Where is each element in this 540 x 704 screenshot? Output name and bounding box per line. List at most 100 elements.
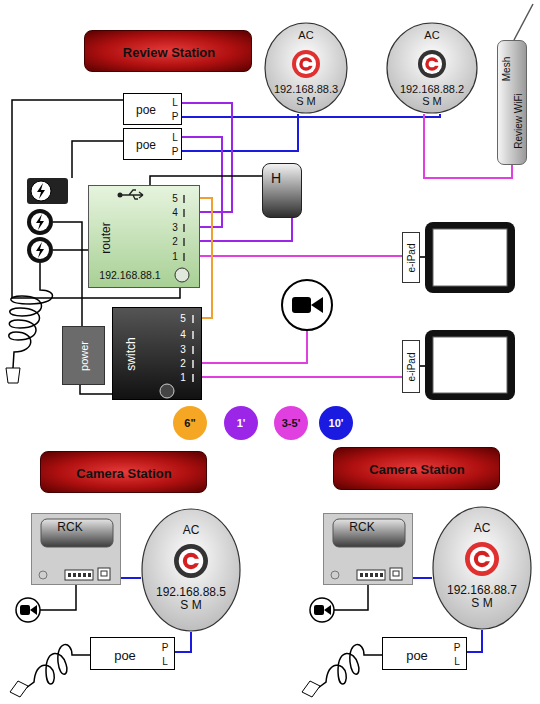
serial-pin [380,573,383,577]
logo-gap [432,62,440,66]
access-point-circle [142,509,240,631]
port-mark [192,360,194,368]
logo-c [299,57,312,70]
bolt-symbol [36,242,44,258]
access-point-circle [433,507,531,629]
poe-injector: poePL [90,637,175,670]
ipad-screen [433,229,507,286]
node-label: L [172,98,178,108]
port-mark [183,238,185,246]
port-mark [192,331,194,339]
node-label: 192.168.88.2 [400,84,464,95]
access-point: AC192.168.88.7S M [432,506,532,630]
ipad-screen [433,337,507,393]
ethernet-port [393,571,399,576]
node-label: 192.168.88.7 [447,584,517,596]
ipad [425,222,515,293]
power-jack [331,571,339,579]
access-point: AC192.168.88.2S M [386,22,478,114]
cable [121,577,141,579]
cable [175,632,191,652]
power-wire [53,249,88,251]
logo-ring [418,50,446,78]
serial-port [357,570,385,580]
node-label: 192.168.88.1 [99,270,160,281]
cable [80,385,112,394]
node-label: AC [424,30,439,41]
node-label: 4 [172,208,178,218]
ipad [425,330,515,400]
node-label: 4 [180,330,186,340]
cable [150,176,262,185]
ethernet-port [390,568,402,580]
power-cord [318,645,382,688]
node-label: e-iPad [407,244,417,273]
cable [182,114,298,151]
station-banner: Camera Station [40,451,207,493]
node-label: L [172,133,178,143]
serial-pin [68,573,71,577]
access-point: AC192.168.88.3S M [264,22,348,114]
logo-inner [470,547,494,571]
outlet-face [31,241,49,259]
rck-unit: RCK [323,513,413,585]
mesh-wifi-box: MeshReview WiFi [497,40,527,165]
serial-pin [375,573,378,577]
outlet-symbol [31,181,51,201]
hub-box: H [262,163,302,218]
node-label: poe [114,649,136,662]
power-cord [9,263,53,368]
legend-swatch: 6" [173,406,207,440]
cable [200,255,402,257]
node-label: S M [296,96,316,107]
logo-gap [191,559,200,563]
serial-pin [370,573,373,577]
logo-gap [306,62,314,66]
cable [467,630,482,652]
poe-injector: poePL [382,637,467,670]
cable [200,198,212,318]
access-point-circle [265,23,347,113]
rck-screen [333,519,405,547]
node-label: 5 [172,194,178,204]
station-banner: Camera Station [333,447,500,490]
logo-ring [174,544,208,578]
node-label: L [454,657,460,667]
serial-pin [360,573,363,577]
camera-wire [334,585,368,610]
node-label: L [162,657,168,667]
outlet-symbol [27,237,53,263]
outlet-face [31,213,49,231]
logo-gap [482,557,491,561]
station-banner: Review Station [84,30,252,72]
antenna [514,4,533,40]
legend-label: 10' [329,418,344,429]
power-wire [53,222,82,326]
node-label: Mesh [502,57,512,81]
router-box: router54321192.168.88.1 [88,185,200,288]
node-label: poe [136,104,156,116]
access-point-circle [387,23,477,113]
node-label: S M [471,597,492,609]
node-label: 3 [180,345,186,355]
port-mark [192,346,194,354]
cable [413,577,432,579]
serial-pin [83,573,86,577]
node-label: H [271,171,281,185]
ipad-tag: e-iPad [402,340,420,393]
cable [202,376,402,378]
power-wire [72,141,123,178]
legend-swatch: 3-5' [274,406,308,440]
logo-inner [296,54,316,74]
node-label: power [79,341,90,371]
node-label: 192.168.88.5 [156,586,226,598]
ipad-tag: e-iPad [402,232,420,283]
logo-inner [179,549,203,573]
logo-c [425,57,438,70]
node-label: 5 [180,314,186,324]
node-label: Camera Station [76,467,171,480]
node-label: RCK [349,521,374,533]
ethernet-port [101,571,107,576]
node-label: router [100,222,112,253]
